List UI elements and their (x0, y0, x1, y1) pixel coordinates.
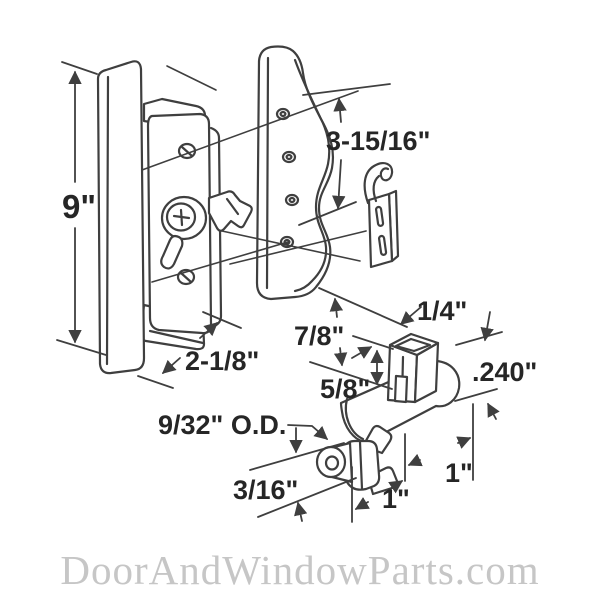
pull-bar-edge-line (105, 75, 110, 366)
lock-body-bottom-line (148, 329, 205, 345)
dim-spindle (249, 424, 357, 522)
outside-pull-drawing (255, 45, 335, 301)
dim-label-3-15-16in: 3-15/16" (326, 126, 430, 156)
latch-lever (207, 190, 253, 232)
outside-pull-inner-right (293, 58, 331, 293)
pull-bar (96, 60, 146, 375)
keeper-bracket-drawing (363, 162, 400, 269)
dim-label-1in-right: 1" (445, 458, 473, 488)
keeper-slot-upper (374, 205, 385, 227)
outside-pull-inner-left (265, 56, 270, 290)
keeper-hook (363, 162, 394, 205)
dim-rod-diameter (454, 311, 503, 420)
keeper-plate-front (367, 192, 394, 269)
latch-collar-line (344, 397, 365, 441)
dim-screw-spacing (298, 83, 391, 226)
dim-label-7-8in: 7/8" (294, 321, 344, 351)
outside-pull-outline (255, 45, 335, 301)
thumb-turn (160, 234, 184, 270)
latch-head (386, 332, 440, 404)
alignment-lines (141, 65, 367, 283)
dim-label-2-1-8in: 2-1/8" (185, 346, 259, 376)
dim-label-240in: .240" (472, 357, 537, 387)
dim-handle-length (56, 61, 107, 356)
spindle-bore (324, 455, 340, 471)
dim-handle-projection (137, 311, 242, 389)
dim-label-3-16in: 3/16" (233, 475, 298, 505)
dim-label-1in-lower: 1" (382, 484, 410, 514)
dim-label-1-4in: 1/4" (417, 296, 467, 326)
dim-label-9in: 9" (62, 188, 96, 225)
keeper-hook-inner (372, 174, 381, 203)
nut-facet-line (358, 440, 364, 491)
outside-pull-screw-posts (275, 107, 300, 249)
latch-unit-drawing (315, 332, 461, 496)
dim-label-5-8in: 5/8" (320, 374, 370, 404)
key-cylinder (160, 195, 208, 241)
dim-barrel-lengths (351, 403, 474, 523)
indoor-handle-drawing (96, 60, 253, 375)
keeper-slot-lower (377, 234, 388, 256)
dim-label-9-32-od: 9/32" O.D. (158, 410, 286, 440)
dim-latch-head-top (318, 287, 422, 328)
watermark-text: DoorAndWindowParts.com (60, 547, 540, 593)
